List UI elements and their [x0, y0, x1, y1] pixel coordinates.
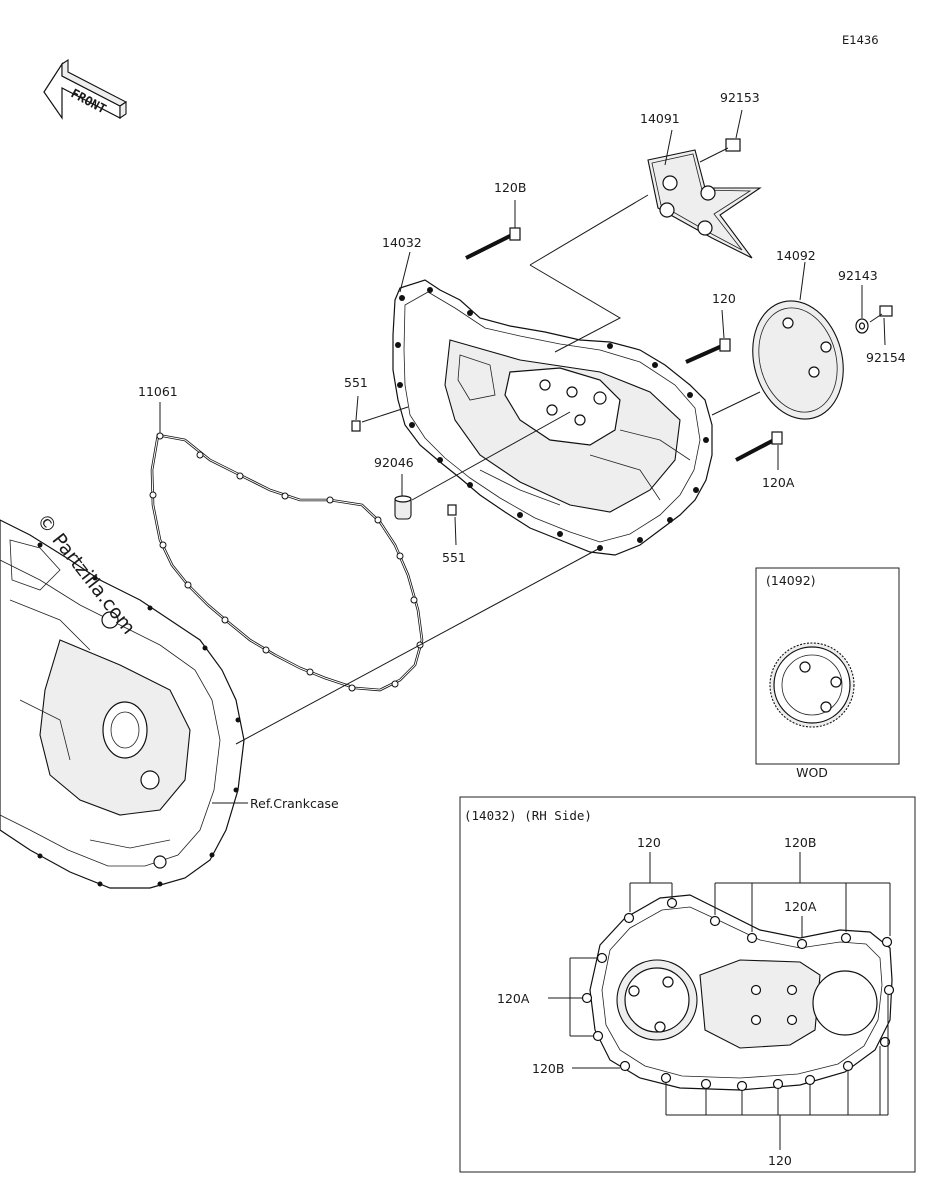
label-14091: 14091: [640, 111, 680, 126]
bushing-92046: [394, 495, 412, 520]
diagram-code: E1436: [842, 33, 879, 47]
crankcase-reference: [0, 519, 245, 889]
label-92153: 92153: [720, 90, 760, 105]
inset-label-120A-right: 120A: [784, 899, 817, 914]
inset-14092-title: (14092): [766, 573, 816, 588]
label-551-lower: 551: [442, 550, 466, 565]
front-direction-arrow: FRONT: [43, 58, 128, 120]
washer-92143: [855, 318, 869, 334]
label-120B: 120B: [494, 180, 526, 195]
inset-label-120B-top: 120B: [784, 835, 816, 850]
cover-14032: [392, 279, 713, 556]
label-92154: 92154: [866, 350, 906, 365]
label-ref-crankcase: Ref.Crankcase: [250, 796, 339, 811]
gasket-11061: [149, 432, 424, 692]
plate-14091: [647, 149, 762, 259]
bolt-120B: [465, 227, 521, 260]
label-11061: 11061: [138, 384, 178, 399]
inset-14032-rh-side: (14032) (RH Side): [459, 796, 916, 1173]
label-14092: 14092: [776, 248, 816, 263]
inset-label-120-bottom: 120: [768, 1153, 792, 1168]
inset-label-120-top: 120: [637, 835, 661, 850]
label-551-upper: 551: [344, 375, 368, 390]
label-92046: 92046: [374, 455, 414, 470]
inset-rh-title: (14032) (RH Side): [464, 808, 592, 823]
dowel-pin-551-upper: [351, 420, 361, 432]
bolt-120: [685, 338, 731, 364]
round-cover-14092: [752, 300, 844, 420]
leader-lines: [159, 109, 886, 804]
screw-92154: [869, 305, 893, 323]
label-120: 120: [712, 291, 736, 306]
label-14032: 14032: [382, 235, 422, 250]
label-92143: 92143: [838, 268, 878, 283]
inset-label-120B-left: 120B: [532, 1061, 564, 1076]
label-120A: 120A: [762, 475, 795, 490]
inset-14092-caption: WOD: [796, 765, 828, 780]
part-labels: 92153 14091 120B 14032 14092 92143 120 9…: [138, 90, 906, 811]
bolt-92153: [699, 138, 741, 163]
bolt-120A: [735, 431, 783, 462]
inset-14092-cover: (14092) WOD: [755, 567, 900, 780]
inset-label-120A-left: 120A: [497, 991, 530, 1006]
dowel-pin-551-lower: [447, 504, 457, 516]
